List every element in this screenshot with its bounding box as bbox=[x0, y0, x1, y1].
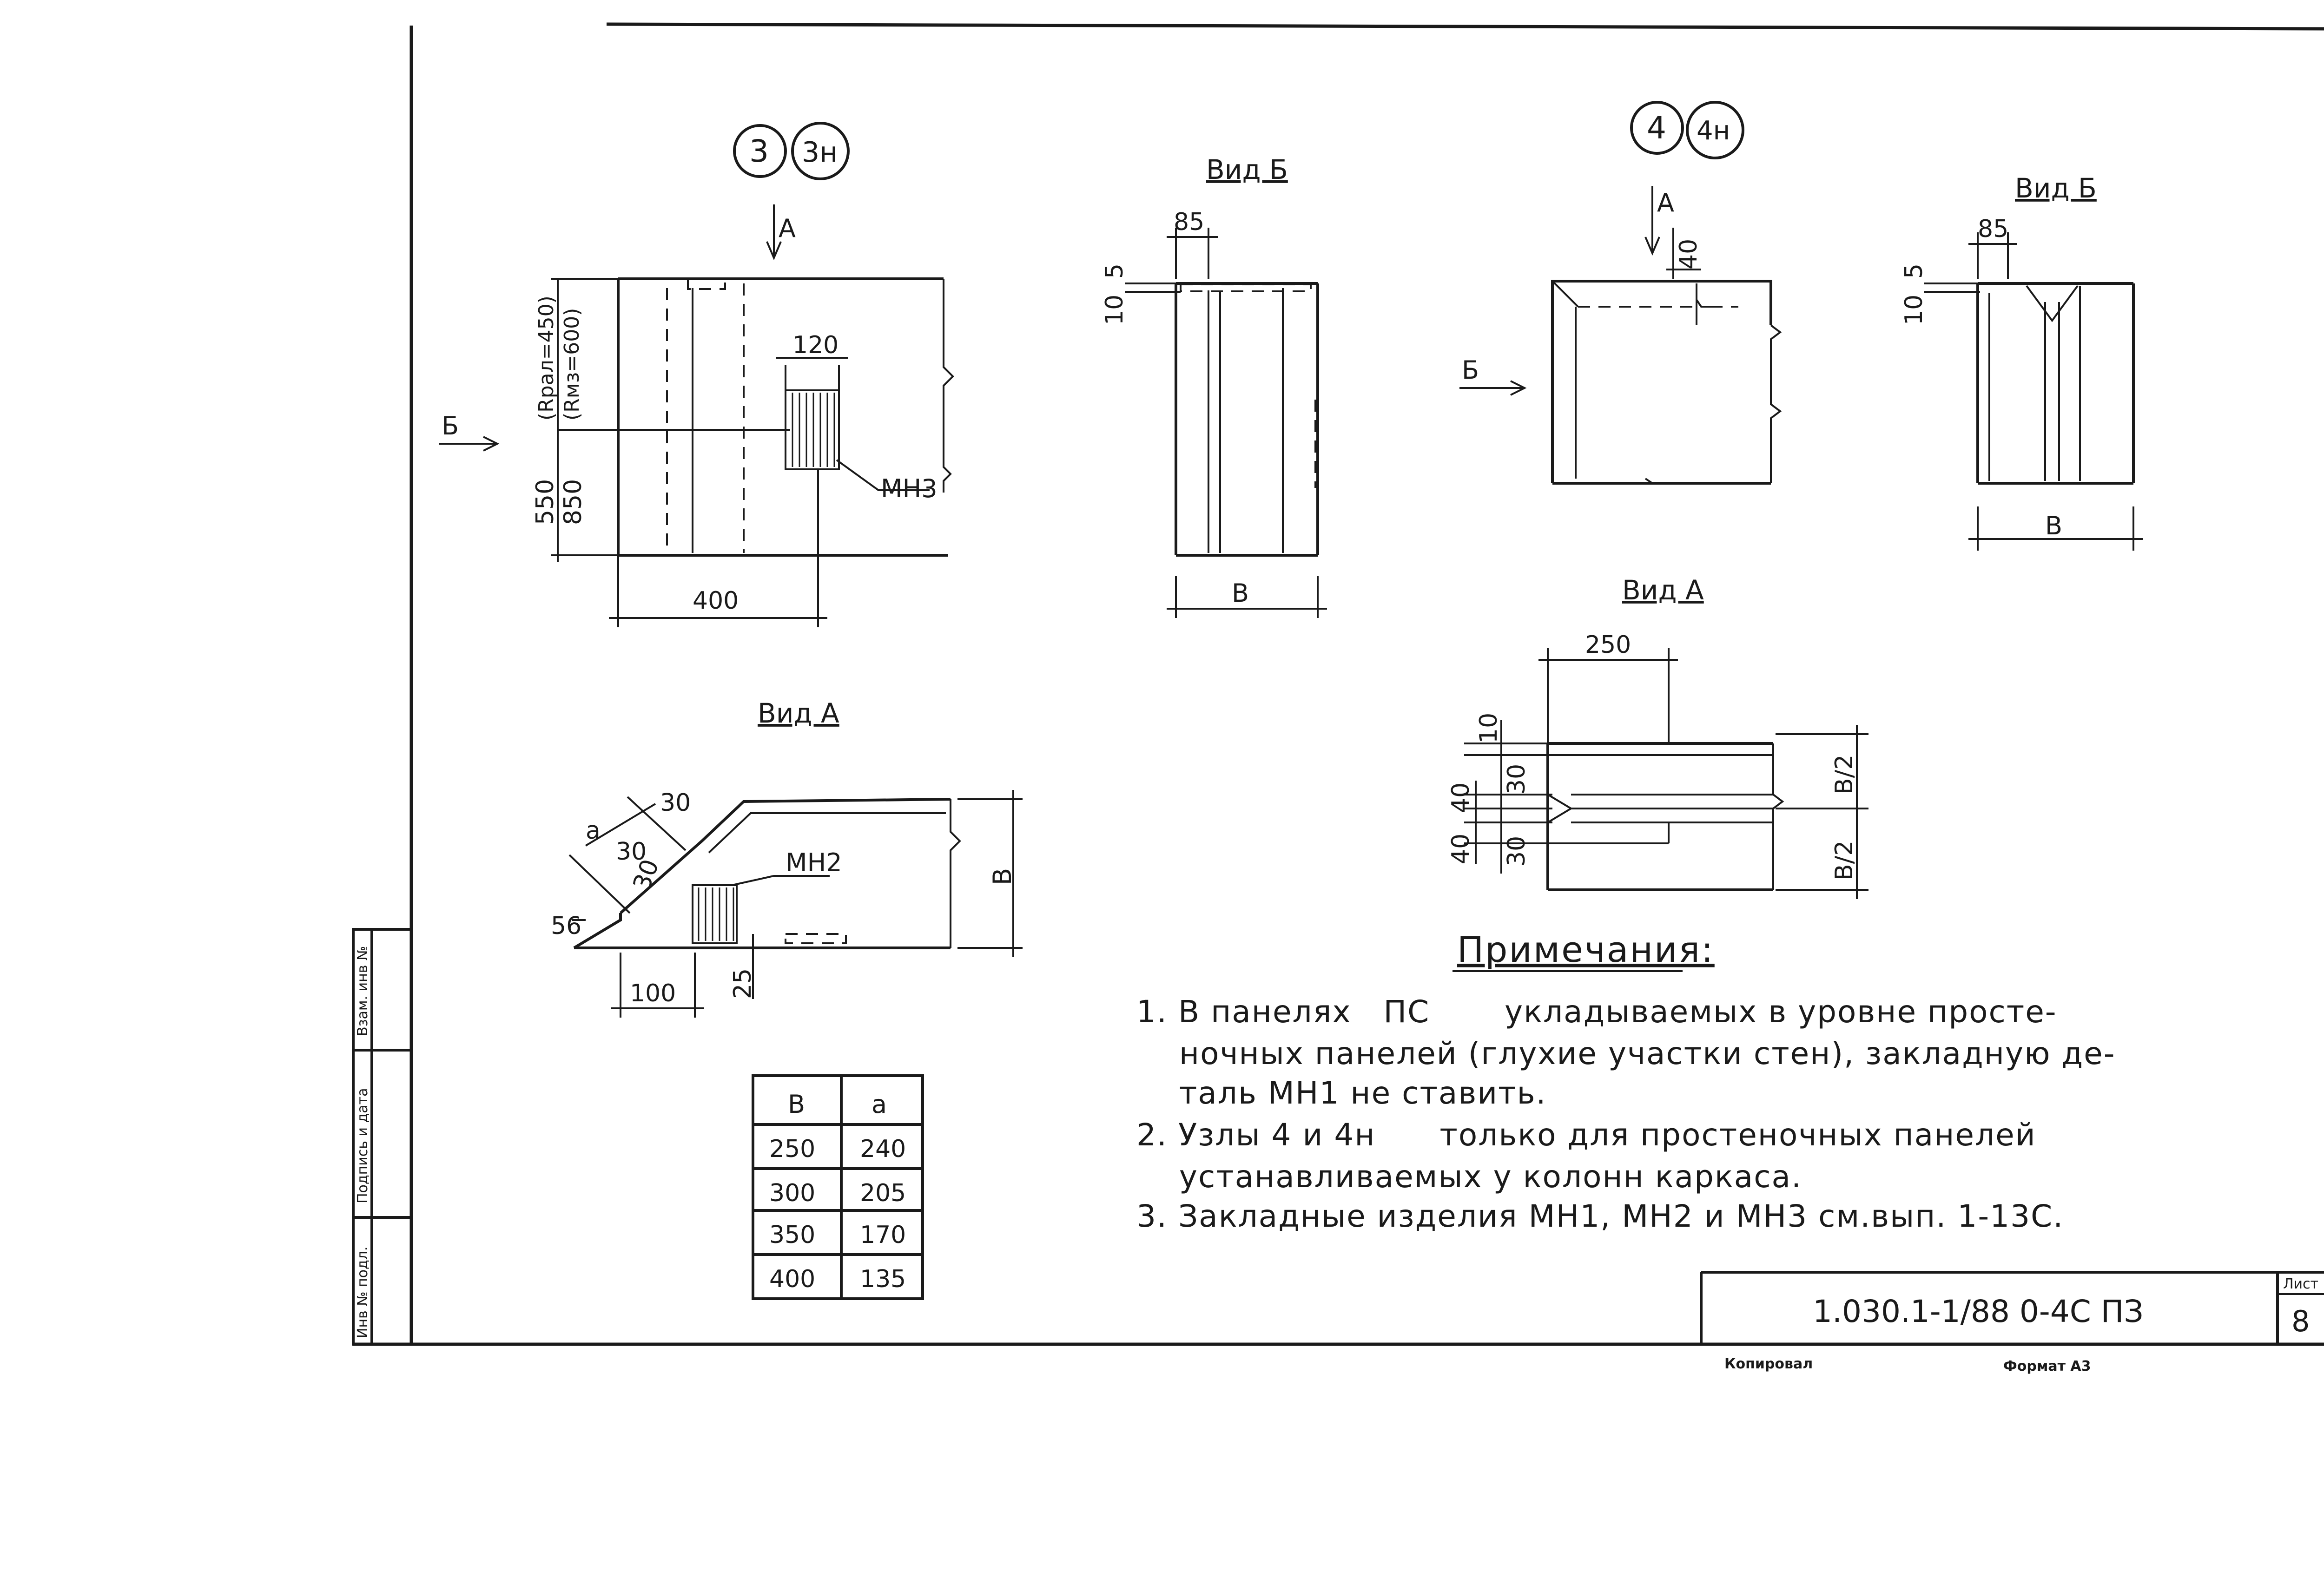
dim-rpl: (Rрал=450) bbox=[535, 296, 558, 421]
note-line-1: 1. В панелях ПС укладываемых в уровне пр… bbox=[1136, 994, 2057, 1030]
dim-250: 250 bbox=[1585, 631, 1631, 659]
title-vid-a-left: Вид А bbox=[758, 697, 839, 729]
node-mark-4: 4 bbox=[1647, 110, 1666, 146]
title-vid-a-right: Вид А bbox=[1622, 574, 1704, 606]
left-view-a: Вид А МН2 а 30 30 30 56 100 25 В bbox=[551, 697, 1023, 1018]
right-section-b: Вид Б 85 5 10 В bbox=[1900, 172, 2143, 551]
left-plan-drawing: 120 МН3 550 850 (Rрал=450) (Rмз=600) 400… bbox=[439, 204, 954, 627]
dim-30-1: 30 bbox=[616, 838, 647, 866]
note-line-5: устанавливаемых у колонн каркаса. bbox=[1136, 1159, 1802, 1195]
arrow-label-b-right: Б bbox=[1462, 355, 1479, 385]
right-view-a: Вид А 250 10 40 30 40 30 В/2 В/2 bbox=[1447, 574, 1868, 899]
arrow-label-b-left: Б bbox=[442, 411, 459, 440]
arrow-label-a-right: А bbox=[1657, 188, 1674, 217]
dim-100: 100 bbox=[630, 979, 676, 1007]
dim-400: 400 bbox=[693, 587, 739, 615]
dim-b-right-section: В bbox=[2045, 511, 2062, 540]
copied-label: Копировал bbox=[1724, 1356, 1813, 1372]
dim-30-a: 30 bbox=[1503, 764, 1531, 795]
title-vid-b-left: Вид Б bbox=[1206, 154, 1288, 185]
document-code: 1.030.1-1/88 0-4С ПЗ bbox=[1813, 1294, 2144, 1329]
dim-56: 56 bbox=[551, 912, 581, 940]
node-mark-3: 3 bbox=[749, 133, 769, 169]
label-mn2: МН2 bbox=[786, 848, 842, 877]
table-cell: 170 bbox=[860, 1221, 906, 1249]
dim-rmz: (Rмз=600) bbox=[560, 308, 584, 421]
right-plan-drawing: А 40 Б bbox=[1459, 186, 1782, 485]
table-cell: 240 bbox=[860, 1135, 906, 1163]
table-cell: 205 bbox=[860, 1179, 906, 1207]
table-cell: 250 bbox=[769, 1135, 815, 1163]
dim-b-left-section: В bbox=[1232, 578, 1249, 608]
dim-10-left: 10 bbox=[1101, 295, 1129, 325]
dim-850: 850 bbox=[559, 479, 587, 525]
notes-title: Примечания: bbox=[1457, 929, 1715, 970]
node-mark-3n: 3н bbox=[802, 136, 838, 169]
dim-30-3: 30 bbox=[660, 789, 691, 817]
dim-a-left-view: а bbox=[586, 817, 601, 845]
dim-40-b: 40 bbox=[1447, 834, 1475, 864]
dim-25: 25 bbox=[729, 968, 757, 999]
dim-5-right: 5 bbox=[1900, 263, 1928, 279]
format-label: Формат А3 bbox=[2003, 1358, 2091, 1374]
dim-120: 120 bbox=[792, 331, 838, 359]
node-mark-4n: 4н bbox=[1697, 116, 1730, 146]
table-cell: 300 bbox=[769, 1179, 815, 1207]
label-mn3: МН3 bbox=[881, 474, 938, 503]
dim-30-b: 30 bbox=[1503, 836, 1531, 867]
table-cell: 135 bbox=[860, 1265, 906, 1293]
stamp-label-replace: Взам. инв № bbox=[355, 946, 371, 1036]
dim-b2-top: В/2 bbox=[1830, 755, 1858, 795]
dim-10-right: 10 bbox=[1900, 295, 1928, 325]
dim-550: 550 bbox=[531, 479, 559, 525]
node-mark-left: 3 3н bbox=[733, 122, 850, 180]
note-line-3: таль МН1 не ставить. bbox=[1136, 1075, 1546, 1111]
dim-b2-bottom: В/2 bbox=[1830, 841, 1858, 881]
stamp-label-inv: Инв № подл. bbox=[355, 1247, 371, 1338]
dim-b-left-view: В bbox=[988, 868, 1017, 885]
note-line-6: 3. Закладные изделия МН1, МН2 и МН3 см.в… bbox=[1136, 1198, 2064, 1234]
notes-block: Примечания: 1. В панелях ПС укладываемых… bbox=[1136, 929, 2116, 1234]
dim-40-right-plan: 40 bbox=[1675, 239, 1703, 270]
dim-10-right-view: 10 bbox=[1475, 713, 1503, 743]
arrow-label-a-left: А bbox=[779, 214, 796, 243]
dimension-table: В а 250 240 300 205 350 170 400 135 bbox=[752, 1074, 924, 1300]
dim-85-right: 85 bbox=[1978, 215, 2008, 243]
table-header-b: В bbox=[788, 1090, 805, 1119]
stamp-label-sign: Подпись и дата bbox=[355, 1088, 371, 1204]
title-block: 1.030.1-1/88 0-4С ПЗ Лист 8 Копировал Фо… bbox=[1700, 1271, 2324, 1374]
sheet-label: Лист bbox=[2283, 1276, 2318, 1292]
dim-40-a: 40 bbox=[1447, 782, 1475, 813]
sheet-number: 8 bbox=[2291, 1304, 2310, 1338]
node-mark-right: 4 4н bbox=[1630, 101, 1744, 159]
title-vid-b-right: Вид Б bbox=[2015, 172, 2097, 204]
table-header-a: а bbox=[872, 1090, 887, 1119]
note-line-4: 2. Узлы 4 и 4н только для простеночных п… bbox=[1136, 1117, 2036, 1153]
table-cell: 400 bbox=[769, 1265, 815, 1293]
note-line-2: ночных панелей (глухие участки стен), за… bbox=[1136, 1036, 2116, 1071]
left-section-b: Вид Б 85 5 10 В bbox=[1101, 154, 1327, 618]
margin-stamp: Инв № подл. Подпись и дата Взам. инв № bbox=[352, 928, 413, 1346]
dim-5-left: 5 bbox=[1101, 263, 1129, 279]
dim-85-left: 85 bbox=[1174, 208, 1204, 236]
table-cell: 350 bbox=[769, 1221, 815, 1249]
